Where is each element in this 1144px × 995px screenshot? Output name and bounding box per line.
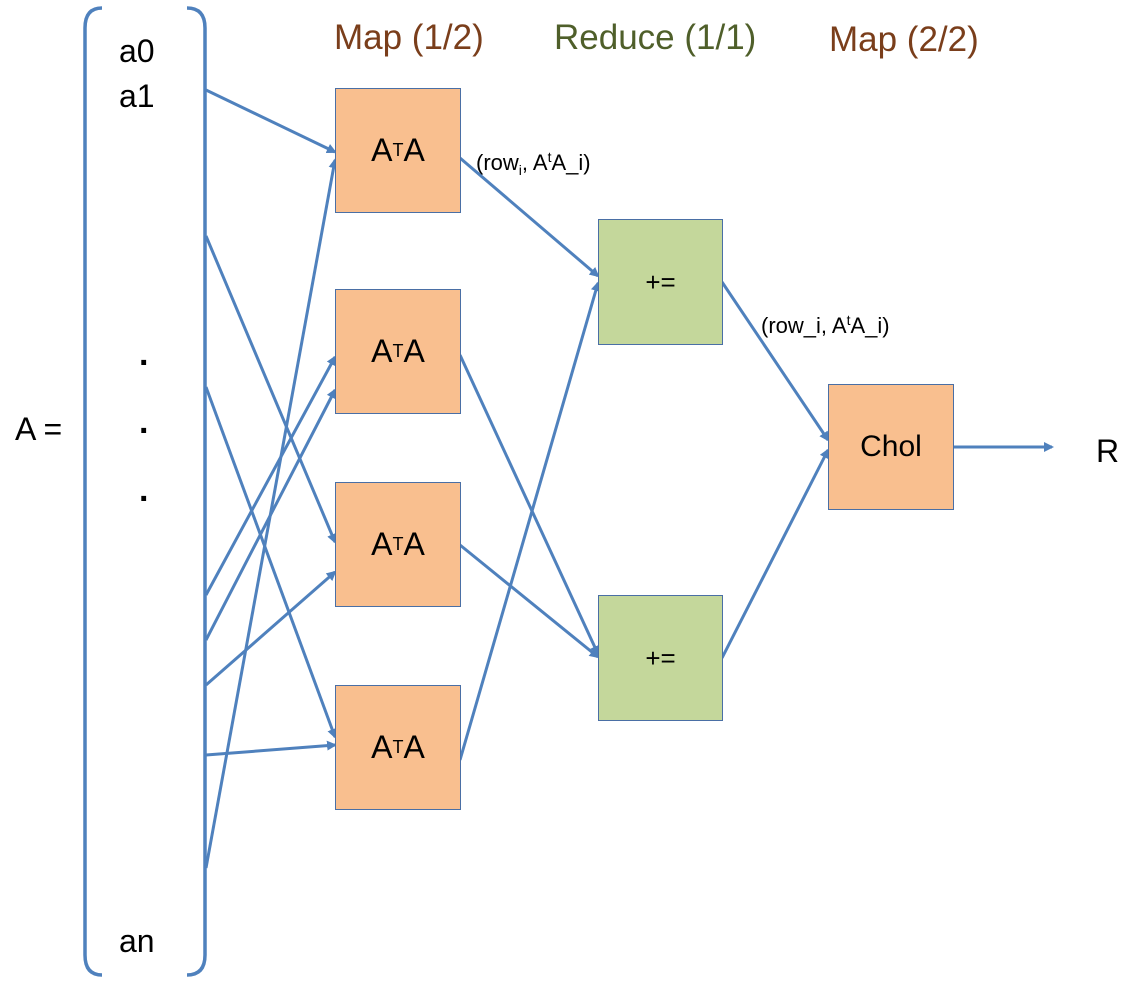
edge-row-to-map1-b bbox=[204, 158, 339, 869]
edge-label-map-output: (rowi, AtA_i) bbox=[476, 150, 591, 177]
phase-label-reduce: Reduce (1/1) bbox=[554, 18, 757, 57]
edge-row-to-map3 bbox=[204, 235, 337, 544]
edge-map4-to-reduce1 bbox=[458, 281, 601, 761]
edge-reduce2-to-chol bbox=[720, 448, 830, 659]
matrix-row-an: an bbox=[119, 923, 155, 959]
map-node-ata-1-base: A bbox=[371, 132, 393, 168]
map-node-ata-4-sup: T bbox=[392, 737, 404, 757]
edges-reduce-to-chol bbox=[720, 281, 1054, 659]
matrix-ellipsis-dot-3: . bbox=[139, 471, 149, 509]
matrix-bracket bbox=[83, 6, 207, 977]
edge-label-reduce-output-open: (row_i, A bbox=[761, 313, 847, 338]
edge-label-map-output-sub: i bbox=[518, 162, 522, 178]
map-node-ata-3-base: A bbox=[371, 526, 393, 562]
edge-reduce1-to-chol bbox=[720, 281, 830, 442]
edge-row-to-map3-b bbox=[205, 570, 337, 687]
edge-label-reduce-output-sup: t bbox=[846, 312, 851, 328]
output-label-r: R bbox=[1096, 433, 1120, 469]
matrix-row-a0: a0 bbox=[119, 33, 155, 69]
map-node-ata-2-base: A bbox=[371, 333, 393, 369]
edge-label-map-output-open: (row bbox=[476, 150, 519, 175]
map-node-ata-4-tail: A bbox=[403, 729, 425, 765]
map-node-ata-1-tail: A bbox=[403, 132, 425, 168]
edge-label-map-output-mid: , A bbox=[521, 150, 548, 175]
edge-label-map-output-sup: t bbox=[547, 149, 552, 165]
edge-map1-to-reduce1 bbox=[459, 156, 600, 278]
reduce-node-1: += bbox=[598, 219, 723, 345]
map-node-ata-1-sup: T bbox=[392, 140, 404, 160]
phase-label-map-1: Map (1/2) bbox=[334, 18, 484, 57]
map-node-ata-3-sup: T bbox=[392, 534, 404, 554]
matrix-bracket-right bbox=[186, 6, 207, 977]
edges-map-to-reduce bbox=[458, 156, 601, 761]
edge-row-to-map4 bbox=[204, 386, 337, 739]
matrix-bracket-left bbox=[83, 6, 103, 977]
edges-matrix-to-map bbox=[204, 88, 339, 869]
edge-map2-to-reduce2 bbox=[458, 354, 600, 656]
map-node-ata-4-base: A bbox=[371, 729, 393, 765]
edge-label-reduce-output-tail: A_i) bbox=[850, 313, 890, 338]
matrix-ellipsis-dot-1: . bbox=[139, 335, 149, 373]
map-node-ata-2-sup: T bbox=[392, 341, 404, 361]
matrix-row-a1: a1 bbox=[119, 78, 155, 114]
edge-label-map-output-tail: A_i) bbox=[551, 150, 591, 175]
matrix-ellipsis-dot-2: . bbox=[139, 403, 149, 441]
map-node-ata-3-tail: A bbox=[403, 526, 425, 562]
edge-map3-to-reduce2 bbox=[459, 543, 600, 659]
edge-a1-to-map1 bbox=[205, 88, 337, 154]
chol-node: Chol bbox=[828, 384, 954, 510]
edge-label-reduce-output: (row_i, AtA_i) bbox=[761, 313, 890, 337]
reduce-node-2: += bbox=[598, 595, 723, 721]
matrix-label: A = bbox=[15, 411, 63, 447]
map-node-ata-2-tail: A bbox=[403, 333, 425, 369]
edge-row-to-map2-a bbox=[204, 355, 337, 596]
phase-label-map-2: Map (2/2) bbox=[829, 20, 979, 59]
